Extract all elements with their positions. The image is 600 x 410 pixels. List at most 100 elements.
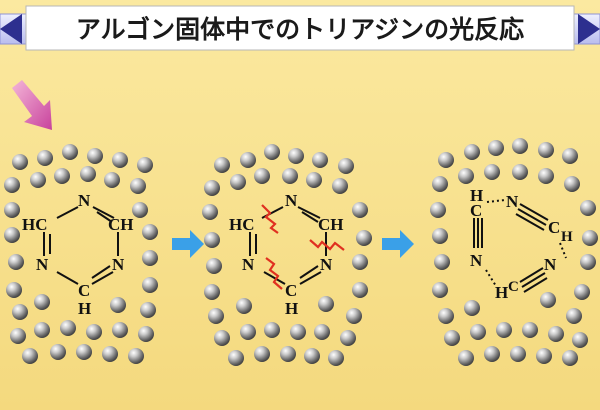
argon-atom-icon xyxy=(80,166,96,182)
argon-atom-icon xyxy=(204,180,220,196)
argon-atom-icon xyxy=(540,292,556,308)
argon-atom-icon xyxy=(536,348,552,364)
atom-n-right: N xyxy=(112,255,125,274)
argon-atom-icon xyxy=(444,330,460,346)
argon-atom-icon xyxy=(290,324,306,340)
argon-atom-icon xyxy=(574,284,590,300)
atom-n-f3: N xyxy=(544,255,557,274)
argon-atom-icon xyxy=(548,326,564,342)
argon-atom-icon xyxy=(352,254,368,270)
atom-c-bottom-2: C xyxy=(285,281,297,300)
bond-2 xyxy=(92,206,115,219)
argon-atom-icon xyxy=(432,228,448,244)
argon-atom-icon xyxy=(458,350,474,366)
reaction-arrow-icon xyxy=(172,230,204,258)
argon-atom-icon xyxy=(352,202,368,218)
atom-c-f2: C xyxy=(548,218,560,237)
argon-atom-icon xyxy=(236,298,252,314)
argon-atom-icon xyxy=(566,308,582,324)
argon-atom-icon xyxy=(470,324,486,340)
argon-atom-icon xyxy=(140,302,156,318)
argon-atom-icon xyxy=(37,150,53,166)
argon-atom-icon xyxy=(12,304,28,320)
argon-atom-icon xyxy=(332,178,348,194)
atom-h-bottom: H xyxy=(78,299,91,318)
atom-n-right-2: N xyxy=(320,255,333,274)
argon-atom-icon xyxy=(6,282,22,298)
argon-atom-icon xyxy=(346,308,362,324)
atom-hc-left: HC xyxy=(22,215,48,234)
atom-n-left-2: N xyxy=(242,255,255,274)
argon-atom-icon xyxy=(206,258,222,274)
light-arrow-icon xyxy=(12,80,52,130)
atom-ch-right: CH xyxy=(108,215,134,234)
argon-atom-icon xyxy=(438,152,454,168)
hcn-fragments xyxy=(473,203,549,293)
atom-c-bottom: C xyxy=(78,281,90,300)
argon-atom-icon xyxy=(572,332,588,348)
bond-break-icon xyxy=(261,204,345,290)
atom-n-f1: N xyxy=(470,251,483,270)
argon-atom-icon xyxy=(60,320,76,336)
argon-atom-icon xyxy=(76,344,92,360)
argon-atom-icon xyxy=(282,168,298,184)
argon-atom-icon xyxy=(102,346,118,362)
argon-atom-icon xyxy=(130,178,146,194)
argon-atom-icon xyxy=(458,168,474,184)
argon-atom-icon xyxy=(142,250,158,266)
argon-atom-icon xyxy=(564,176,580,192)
triazine-breaking xyxy=(249,206,327,285)
argon-atom-icon xyxy=(138,326,154,342)
argon-atom-icon xyxy=(306,172,322,188)
argon-atom-icon xyxy=(582,230,598,246)
argon-atom-icon xyxy=(432,282,448,298)
bond-5 xyxy=(56,271,79,285)
argon-atom-icon xyxy=(30,172,46,188)
title-banner: アルゴン固体中でのトリアジンの光反応 xyxy=(0,5,600,51)
argon-atom-icon xyxy=(464,144,480,160)
argon-atom-icon xyxy=(510,346,526,362)
atom-n-top: N xyxy=(78,191,91,210)
argon-atom-icon xyxy=(254,346,270,362)
atom-n-top-2: N xyxy=(285,191,298,210)
argon-atom-icon xyxy=(4,202,20,218)
triazine-breaking-labels: N HC CH N N C H xyxy=(229,191,344,318)
bond-2b xyxy=(96,211,113,223)
atom-h-bottom-2: H xyxy=(285,299,298,318)
bond-4 xyxy=(91,271,114,285)
atom-ch-right-2: CH xyxy=(318,215,344,234)
argon-atom-icon xyxy=(50,344,66,360)
argon-atom-icon xyxy=(438,308,454,324)
argon-atom-icon xyxy=(87,148,103,164)
argon-atom-icon xyxy=(312,152,328,168)
argon-atom-icon xyxy=(240,152,256,168)
argon-atom-icon xyxy=(8,254,24,270)
argon-atom-icon xyxy=(430,202,446,218)
atom-c-f1: C xyxy=(470,201,482,220)
argon-atom-icon xyxy=(580,200,596,216)
argon-atom-icon xyxy=(230,174,246,190)
bond-4b xyxy=(91,265,111,279)
argon-atom-icon xyxy=(132,202,148,218)
atom-hc-left-2: HC xyxy=(229,215,255,234)
argon-atom-icon xyxy=(204,284,220,300)
argon-atom-icon xyxy=(228,350,244,366)
argon-atom-icon xyxy=(264,322,280,338)
triazine-molecule xyxy=(43,206,119,285)
atom-n-f2: N xyxy=(506,192,519,211)
argon-atom-icon xyxy=(538,168,554,184)
argon-atom-icon xyxy=(86,324,102,340)
argon-atom-icon xyxy=(54,168,70,184)
argon-atom-icon xyxy=(562,350,578,366)
argon-atom-icon xyxy=(314,324,330,340)
argon-atom-icon xyxy=(128,348,144,364)
argon-matrix xyxy=(4,138,598,366)
argon-atom-icon xyxy=(538,142,554,158)
hcn-labels: H C N N C H N H C xyxy=(470,186,573,302)
atom-n-left: N xyxy=(36,255,49,274)
argon-atom-icon xyxy=(352,282,368,298)
argon-atom-icon xyxy=(204,232,220,248)
argon-atom-icon xyxy=(254,168,270,184)
